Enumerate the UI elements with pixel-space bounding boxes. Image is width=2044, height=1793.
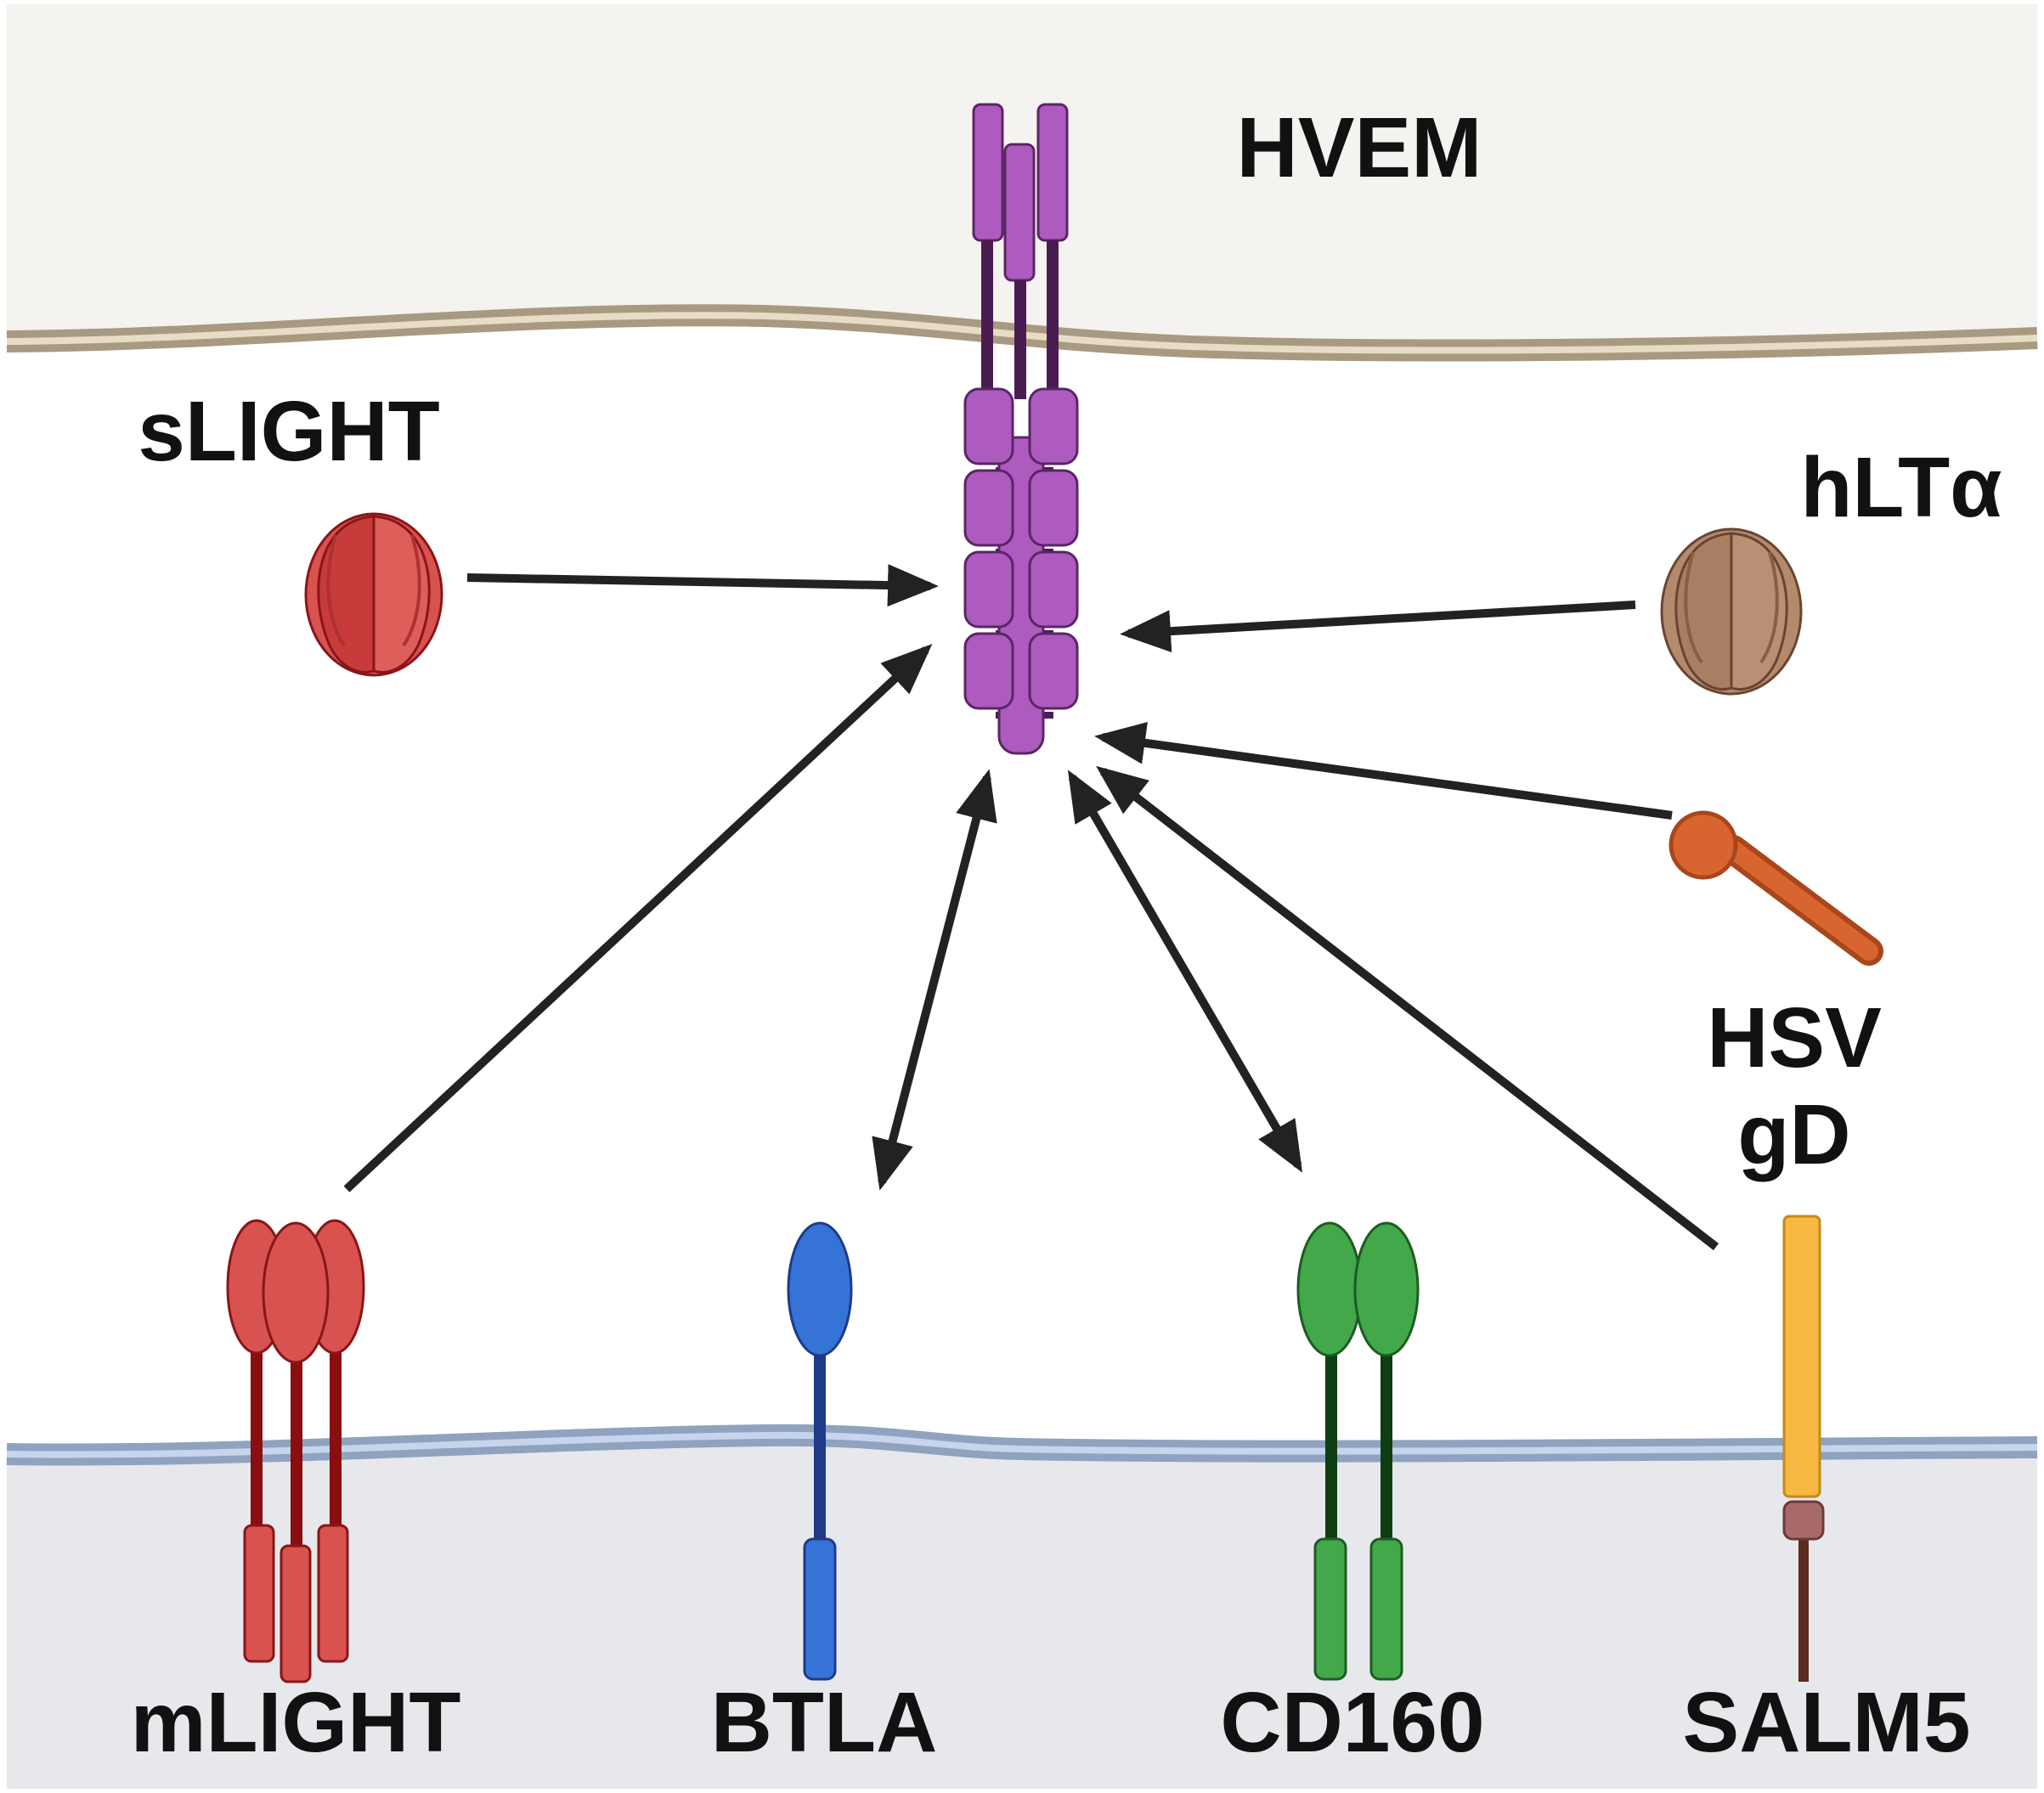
bottom-cell-body (7, 1435, 2037, 1789)
bottom-membrane-inner (6, 1431, 2038, 1458)
slight-trimer (304, 512, 443, 677)
salm5-protein (1782, 1215, 1825, 1682)
interaction-arrows (343, 564, 1719, 1250)
btla-receptor (787, 1221, 853, 1681)
label-salm5: SALM5 (1683, 1675, 1971, 1770)
label-mlight: mLIGHT (131, 1675, 461, 1770)
arrow-hsvgd-to-hvem (1094, 722, 1673, 820)
cd160-receptor (1296, 1221, 1420, 1681)
mlight-trimer (226, 1219, 365, 1683)
arrow-hlta-to-hvem (1120, 600, 1636, 653)
arrow-salm5-to-hvem (1096, 765, 1719, 1250)
label-hsv: HSV (1707, 990, 1882, 1085)
hsv-gd-protein (1669, 810, 1883, 966)
arrow-btla-hvem (872, 769, 997, 1191)
bottom-cell (6, 1424, 2038, 1789)
hvem-receptor (963, 103, 1079, 755)
hlta-trimer (1660, 527, 1803, 696)
arrow-cd160-hvem (1067, 770, 1303, 1173)
label-gd: gD (1737, 1087, 1850, 1182)
arrow-slight-to-hvem (466, 564, 939, 607)
top-membrane-inner (6, 312, 2038, 354)
label-cd160: CD160 (1220, 1675, 1484, 1770)
label-btla: BTLA (711, 1675, 938, 1770)
label-hlta: hLTα (1800, 440, 2002, 535)
label-hvem: HVEM (1237, 100, 1482, 195)
arrow-mlight-to-hvem (343, 644, 933, 1193)
label-slight: sLIGHT (138, 384, 440, 479)
